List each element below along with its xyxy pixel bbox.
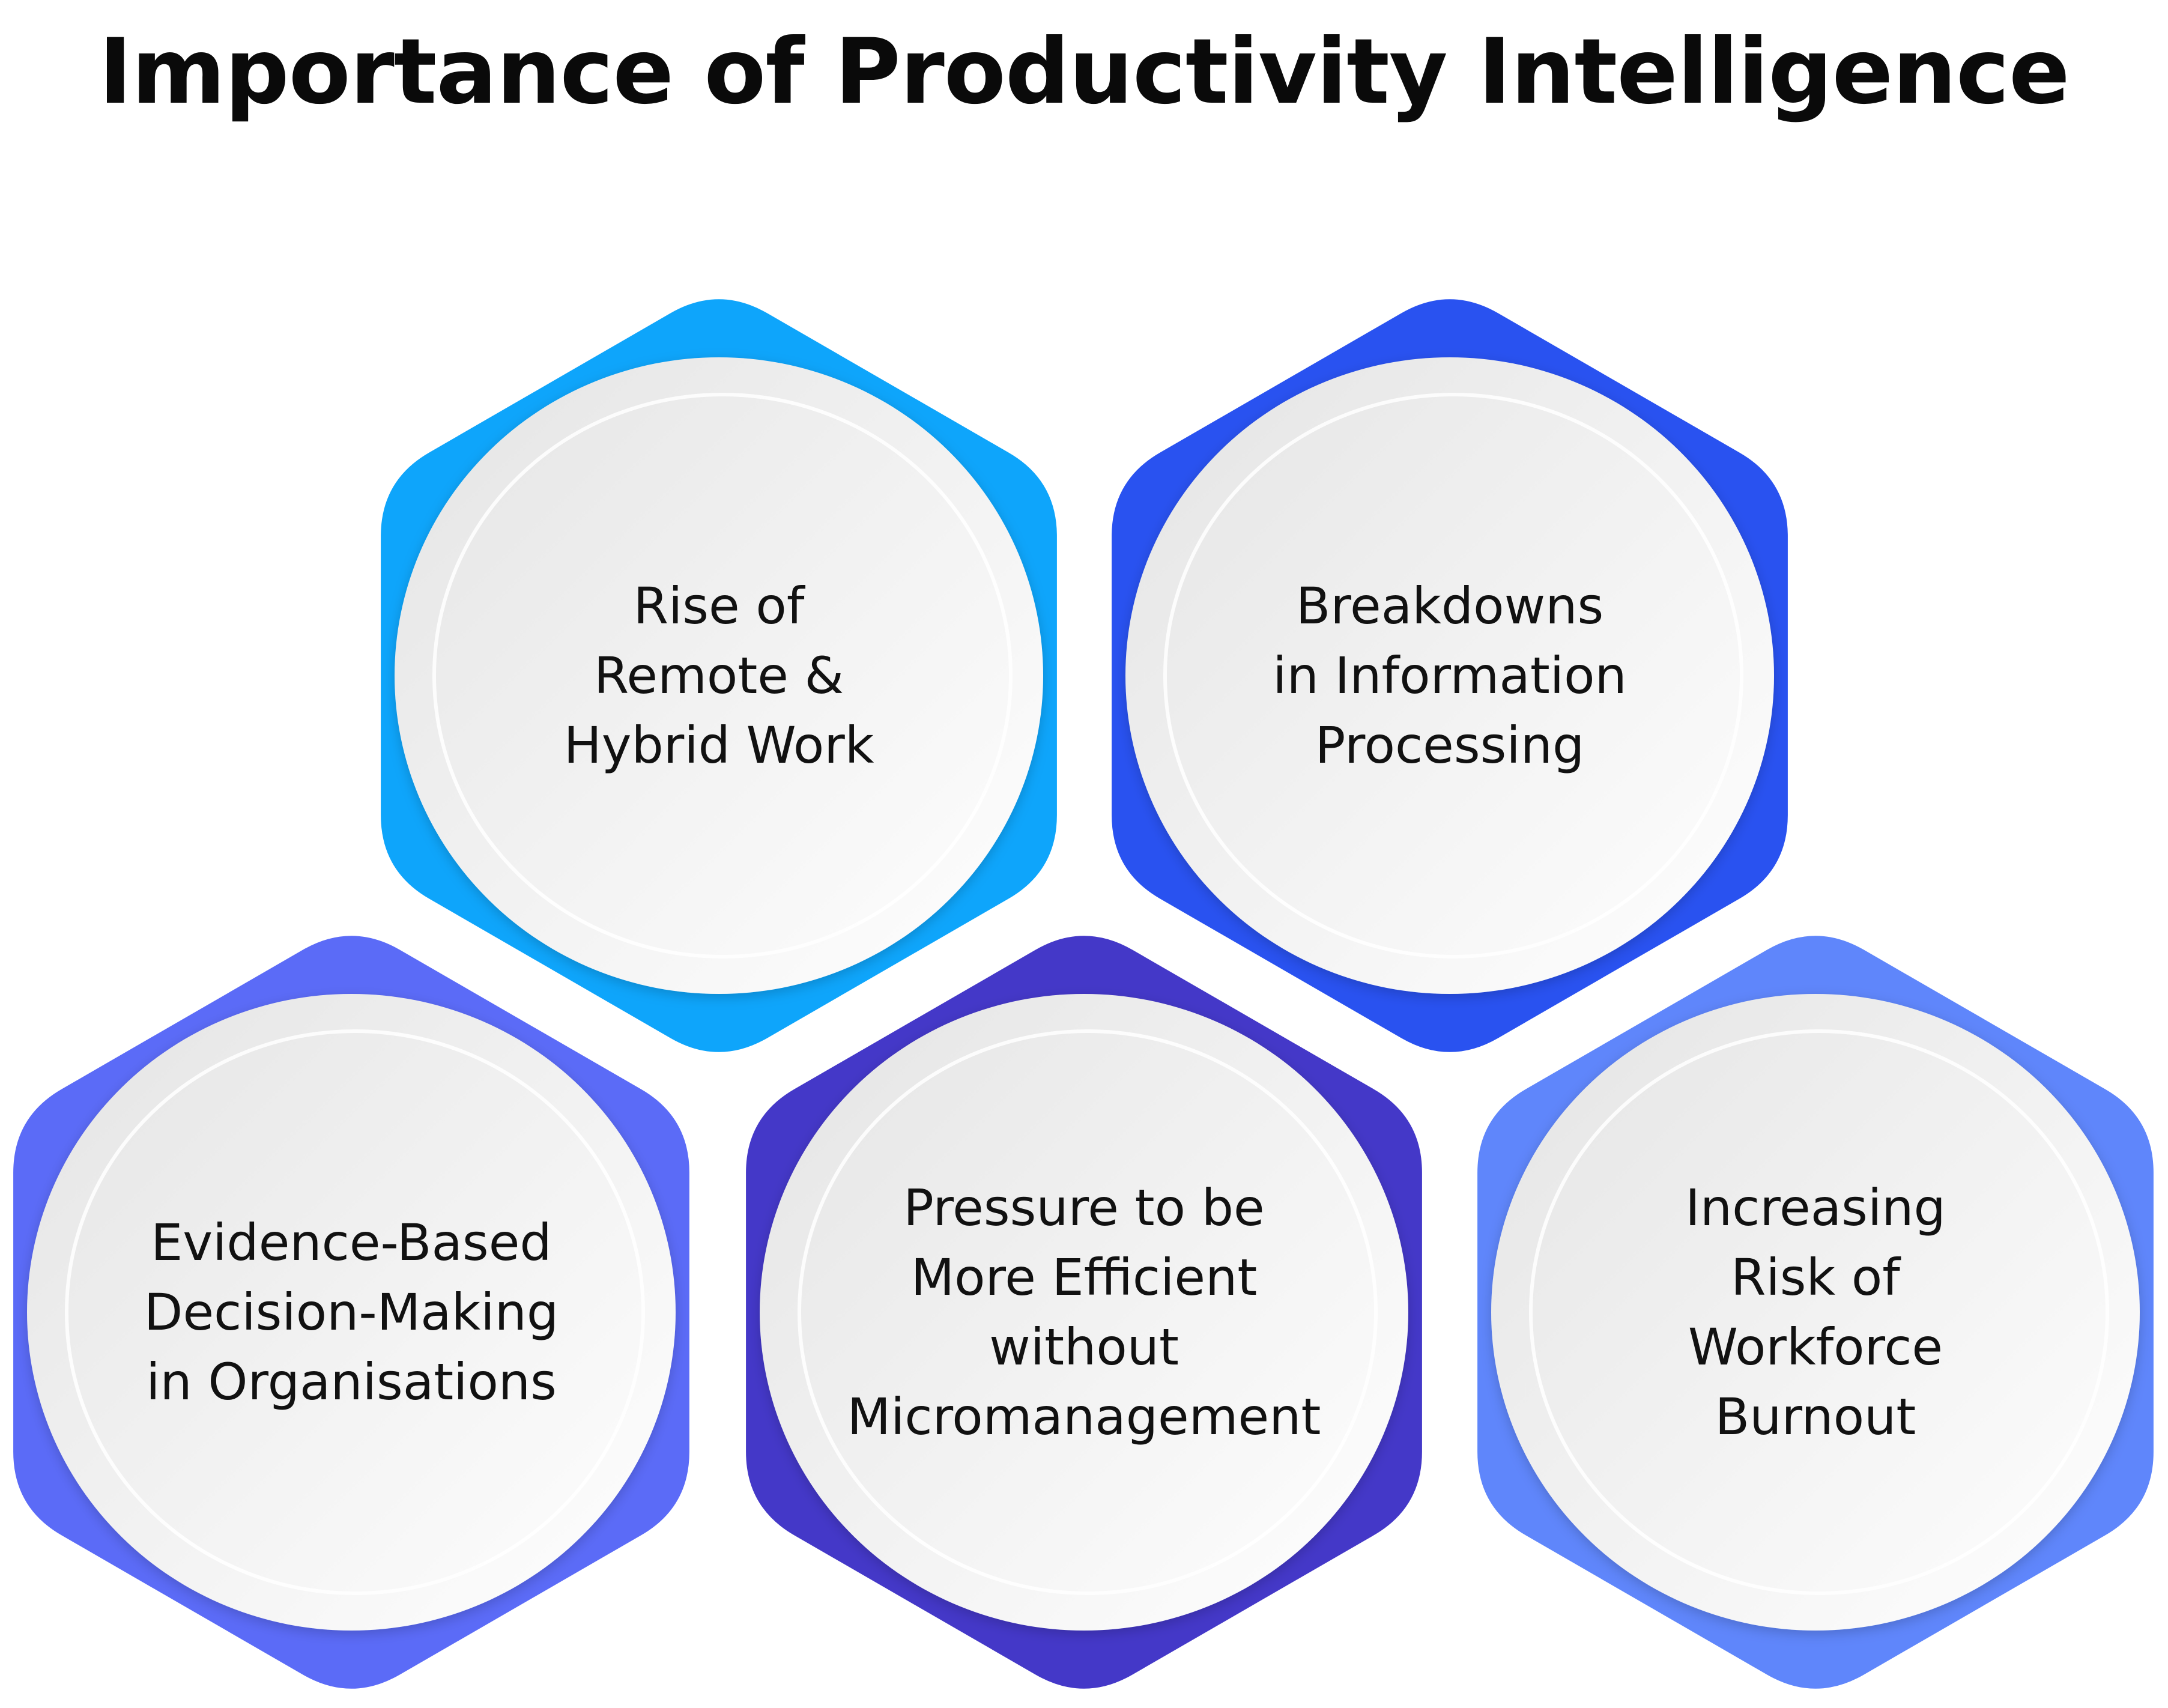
inner-circle [1125, 357, 1774, 994]
hexagon-shape [1477, 936, 2154, 1689]
inner-circle [395, 357, 1043, 994]
inner-ring [798, 1029, 1378, 1595]
hexagon-node-remote-hybrid-work: Rise of Remote & Hybrid Work [368, 285, 1070, 1066]
inner-circle [27, 994, 676, 1631]
hexagon-shape [381, 299, 1057, 1052]
node-label: Pressure to be More Efficient without Mi… [847, 1178, 1321, 1446]
inner-ring [1529, 1029, 2109, 1595]
inner-ring [65, 1029, 645, 1595]
inner-ring [432, 393, 1013, 958]
page-title: Importance of Productivity Intelligence [98, 20, 2070, 124]
hexagon-node-information-processing: Breakdowns in Information Processing [1098, 285, 1801, 1066]
hexagon-shape [1112, 299, 1788, 1052]
hexagon-shape [746, 936, 1422, 1689]
hexagon-node-evidence-based-decisions: Evidence-Based Decision-Making in Organi… [0, 922, 703, 1703]
hexagon-node-efficiency-pressure: Pressure to be More Efficient without Mi… [733, 922, 1435, 1703]
hexagon-node-workforce-burnout: Increasing Risk of Workforce Burnout [1464, 922, 2167, 1703]
node-label: Increasing Risk of Workforce Burnout [1685, 1178, 1946, 1446]
node-label: Breakdowns in Information Processing [1273, 577, 1627, 775]
hexagon-shape [13, 936, 689, 1689]
inner-circle [1491, 994, 2140, 1631]
node-label: Rise of Remote & Hybrid Work [563, 577, 874, 775]
inner-ring [1163, 393, 1743, 958]
node-label: Evidence-Based Decision-Making in Organi… [144, 1213, 559, 1411]
inner-circle [760, 994, 1408, 1631]
